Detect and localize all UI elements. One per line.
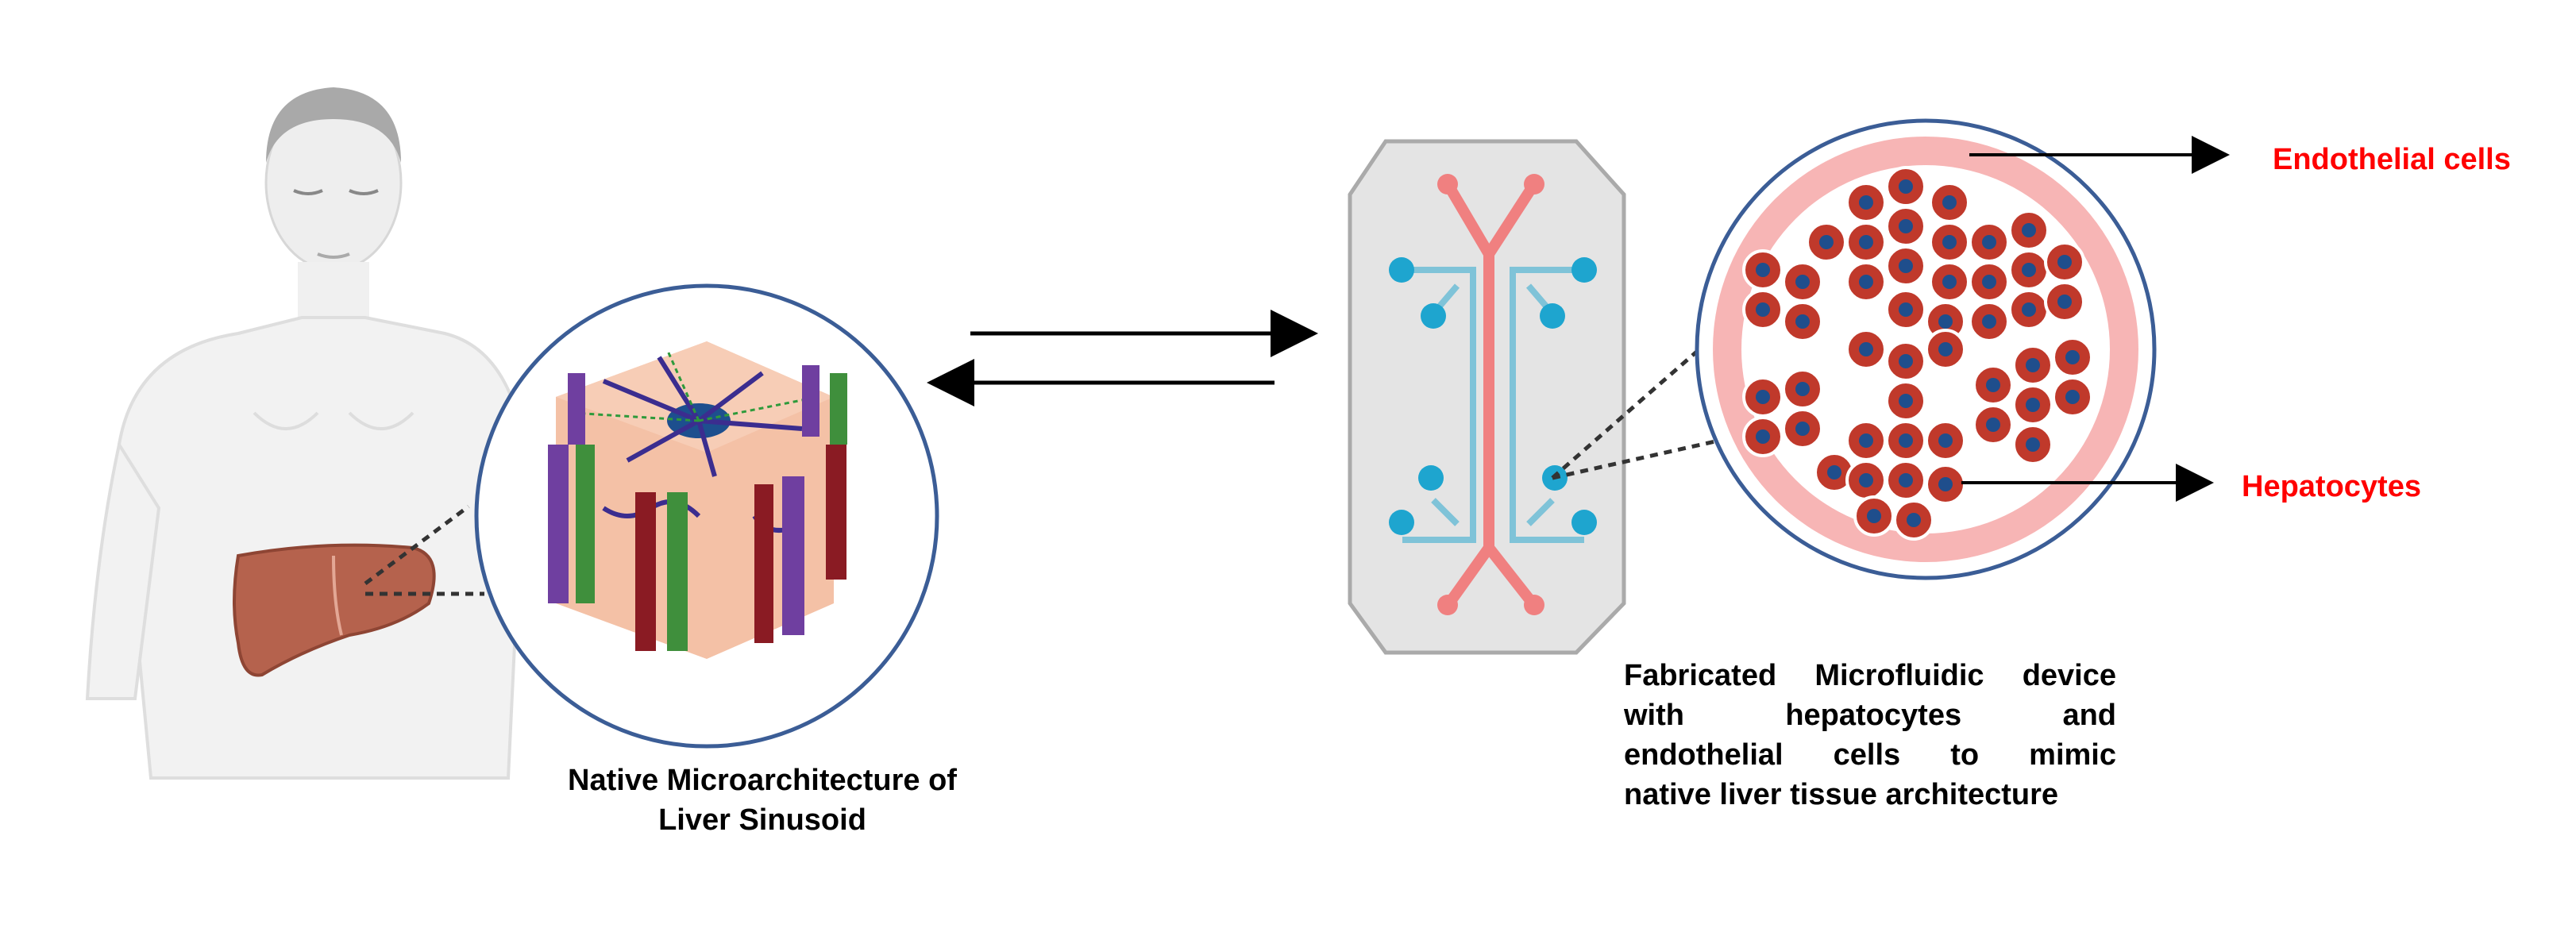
native-caption: Native Microarchitecture of Liver Sinuso… [508, 761, 1016, 840]
native-caption-line2: Liver Sinusoid [658, 803, 866, 837]
native-caption-line1: Native Microarchitecture of [568, 764, 957, 797]
hepatocytes-label: Hepatocytes [2242, 470, 2421, 503]
cell-culture-icon [1695, 118, 2157, 580]
double-arrow-icon [927, 310, 1318, 406]
microfluidic-chip-icon [1348, 139, 1626, 655]
chip-connector-lines [1551, 348, 1730, 480]
device-caption-line2: with hepatocytes and [1624, 699, 2116, 732]
device-caption-line4: native liver tissue architecture [1624, 778, 2059, 811]
endothelial-cells-label: Endothelial cells [2273, 143, 2511, 176]
label-arrows [1961, 136, 2230, 502]
device-caption-line3: endothelial cells to mimic [1624, 738, 2116, 772]
human-figure-icon [85, 87, 526, 780]
device-caption-line1: Fabricated Microfluidic device [1624, 659, 2116, 692]
liver-connector-lines [364, 504, 484, 596]
liver-icon [233, 543, 436, 677]
lobule-icon [474, 283, 939, 749]
device-caption: Fabricated Microfluidic device with hepa… [1624, 656, 2116, 815]
